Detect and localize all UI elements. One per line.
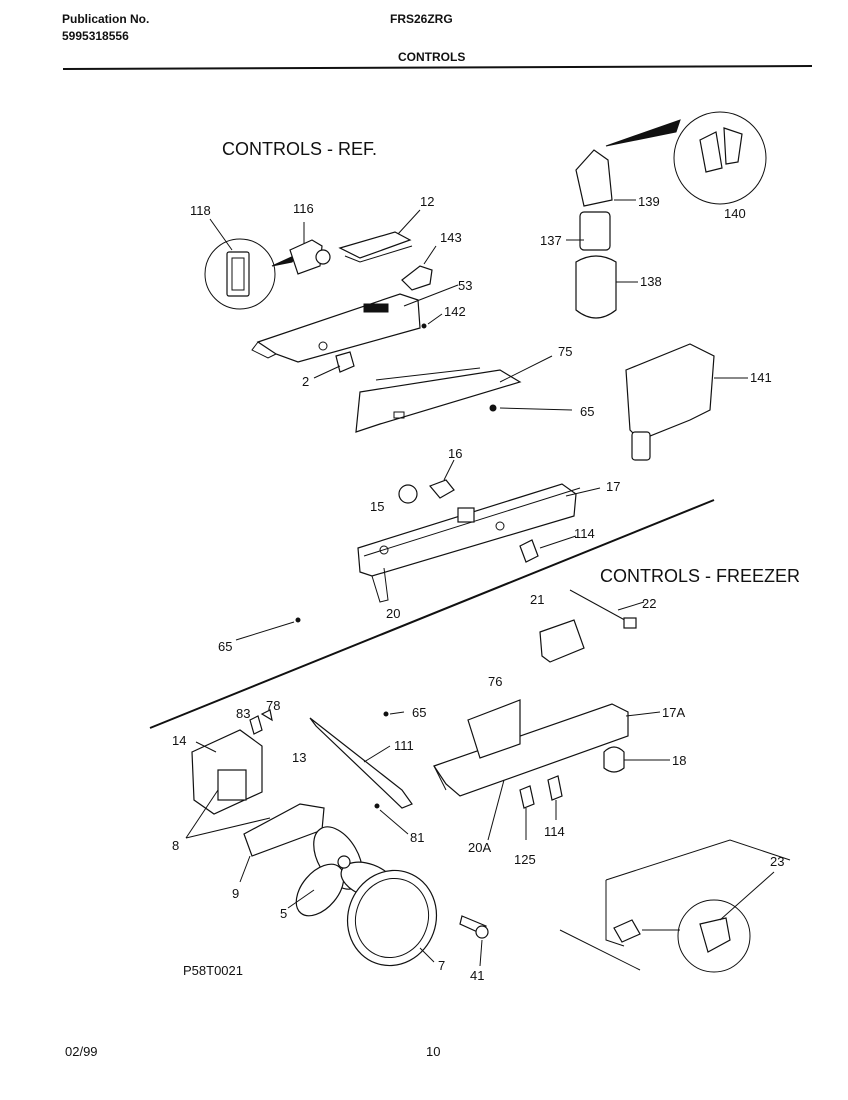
callout-76: 76 xyxy=(488,674,502,689)
publication-number: 5995318556 xyxy=(62,29,129,43)
callout-138: 138 xyxy=(640,274,662,289)
callout-78: 78 xyxy=(266,698,280,713)
callout-83: 83 xyxy=(236,706,250,721)
callout-141: 141 xyxy=(750,370,772,385)
callout-41: 41 xyxy=(470,968,484,983)
header-rule xyxy=(62,65,813,70)
callout-65-ref: 65 xyxy=(580,404,594,419)
callout-53: 53 xyxy=(458,278,472,293)
light-housing-parts xyxy=(289,209,437,291)
callout-81: 81 xyxy=(410,830,424,845)
freezer-controls-title: CONTROLS - FREEZER xyxy=(600,566,801,586)
mounting-plate xyxy=(355,355,573,433)
callout-21: 21 xyxy=(530,592,544,607)
gasket-detail xyxy=(204,218,299,310)
callout-5: 5 xyxy=(280,906,287,921)
publication-label: Publication No. xyxy=(62,12,150,26)
callout-65-left: 65 xyxy=(218,639,232,654)
callout-137: 137 xyxy=(540,233,562,248)
callout-125: 125 xyxy=(514,852,536,867)
callout-12: 12 xyxy=(420,194,434,209)
footer-date: 02/99 xyxy=(65,1044,98,1059)
callout-13: 13 xyxy=(292,750,306,765)
callout-65-freezer: 65 xyxy=(412,705,426,720)
callout-140: 140 xyxy=(724,206,746,221)
drawing-id: P58T0021 xyxy=(183,963,243,978)
callout-143: 143 xyxy=(440,230,462,245)
model-number: FRS26ZRG xyxy=(390,12,453,26)
footer-page: 10 xyxy=(426,1044,440,1059)
section-divider xyxy=(149,499,715,729)
callout-114-freezer: 114 xyxy=(544,824,565,839)
callout-16: 16 xyxy=(448,446,462,461)
callout-14: 14 xyxy=(172,733,186,748)
callout-7: 7 xyxy=(438,958,445,973)
callout-8: 8 xyxy=(172,838,179,853)
callout-20A: 20A xyxy=(468,840,491,855)
callout-118: 118 xyxy=(190,203,211,218)
callout-114-ref: 114 xyxy=(574,526,595,541)
callout-18: 18 xyxy=(672,753,686,768)
callout-9: 9 xyxy=(232,886,239,901)
callout-22: 22 xyxy=(642,596,656,611)
callout-111: 111 xyxy=(394,738,414,753)
callout-142: 142 xyxy=(444,304,466,319)
callout-2: 2 xyxy=(302,374,309,389)
callout-20: 20 xyxy=(386,606,400,621)
cabinet-detail xyxy=(559,839,791,973)
callout-139: 139 xyxy=(638,194,660,209)
callout-17: 17 xyxy=(606,479,620,494)
lamp-and-shield xyxy=(357,459,601,603)
callout-75: 75 xyxy=(558,344,572,359)
control-housing xyxy=(251,284,459,379)
ref-controls-title: CONTROLS - REF. xyxy=(222,139,378,159)
section-title: CONTROLS xyxy=(398,50,466,64)
filter-assembly xyxy=(566,111,767,461)
freezer-control-parts xyxy=(185,589,670,967)
callout-116: 116 xyxy=(293,201,314,216)
callout-23: 23 xyxy=(770,854,784,869)
callout-17A: 17A xyxy=(662,705,685,720)
callout-15: 15 xyxy=(370,499,384,514)
